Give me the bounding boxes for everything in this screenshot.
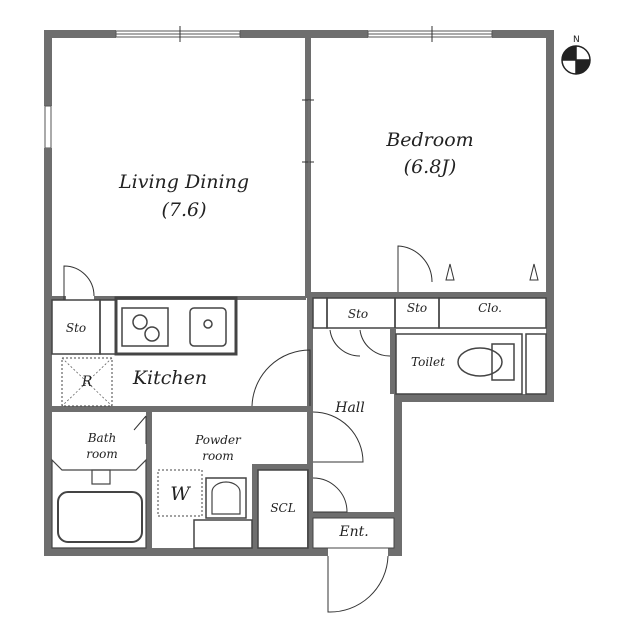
bedroom-name: Bedroom [385, 129, 473, 151]
outer-walls [44, 26, 554, 556]
washer-label: W [170, 483, 191, 505]
toilet-label: Toilet [411, 355, 445, 369]
room-labels: Living Dining (7.6) Bedroom (6.8J) Kitch… [66, 129, 502, 540]
bath-label-2: room [86, 447, 118, 461]
sto-left-label: Sto [66, 321, 86, 335]
compass-north-label: N [573, 35, 580, 45]
scl-label: SCL [270, 501, 295, 515]
entrance-label: Ent. [338, 524, 368, 540]
compass-rose: N [561, 35, 591, 75]
sto-mid-label: Sto [348, 307, 368, 321]
bath-label-1: Bath [87, 431, 117, 445]
sto-right-label: Sto [407, 301, 427, 315]
fridge-label: R [81, 374, 93, 390]
doors [63, 99, 539, 613]
bedroom-size: (6.8J) [404, 156, 457, 178]
kitchen-name: Kitchen [132, 367, 207, 389]
powder-label-1: Powder [194, 433, 242, 447]
powder-label-2: room [202, 449, 234, 463]
living-name: Living Dining [118, 171, 249, 193]
fixtures [51, 307, 515, 549]
closet-label: Clo. [478, 301, 502, 315]
living-size: (7.6) [161, 199, 206, 221]
interior-walls [51, 38, 554, 549]
hall-label: Hall [334, 400, 365, 416]
